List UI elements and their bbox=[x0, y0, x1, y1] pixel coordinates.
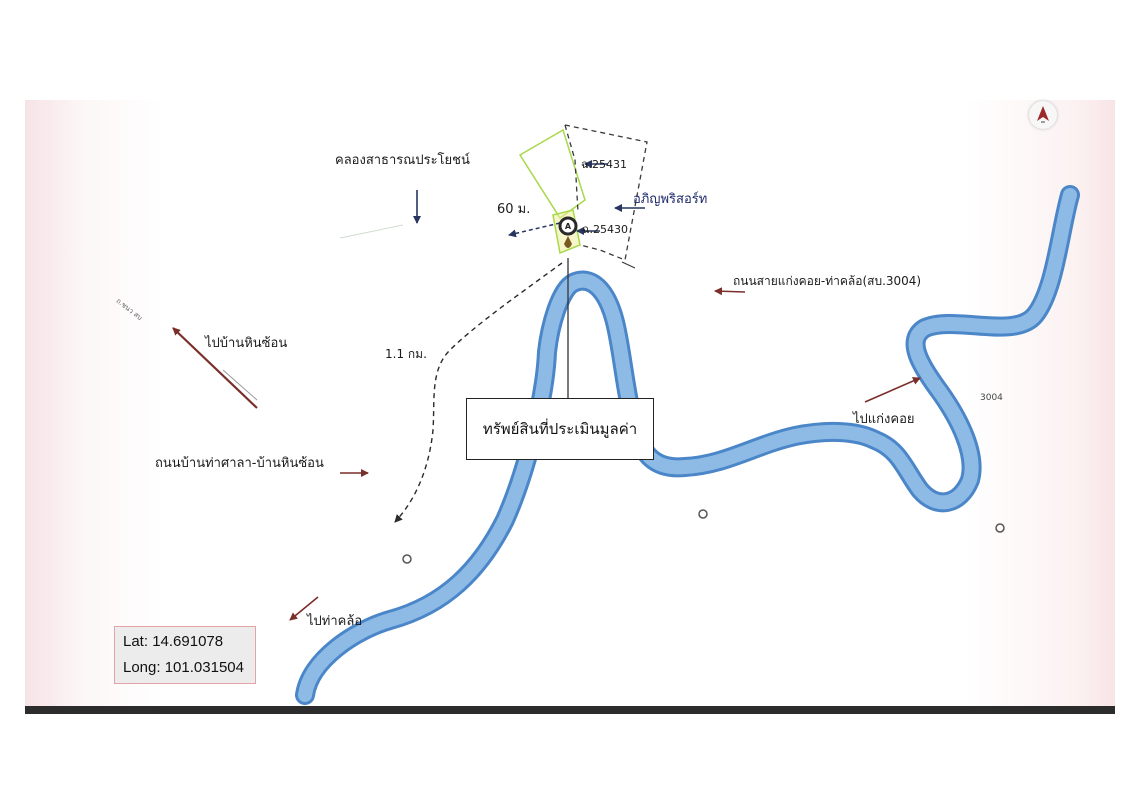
road-kaengkhoi-arrow bbox=[714, 287, 746, 296]
parcel-25431-outline bbox=[518, 128, 586, 220]
to-kaengkhoi-arrow bbox=[864, 377, 921, 403]
lat-value: 14.691078 bbox=[152, 633, 224, 650]
to-hinsorn-label: ไปบ้านหินซ้อน bbox=[205, 336, 288, 351]
canal-label: คลองสาธารณประโยชน์ bbox=[335, 153, 470, 168]
map-drawing: A bbox=[172, 124, 1080, 705]
resort-label: อภิญพริสอร์ท bbox=[633, 192, 708, 207]
distance-1-1km-label: 1.1 กม. bbox=[385, 347, 427, 361]
coordinate-box: Lat: 14.691078 Long: 101.031504 bbox=[114, 626, 256, 684]
circle-marker-icon bbox=[402, 554, 412, 564]
bottom-edge-bar bbox=[25, 706, 1115, 714]
svg-text:A: A bbox=[565, 222, 572, 231]
to-kaengkhoi-label: ไปแก่งคอย bbox=[853, 412, 915, 427]
to-thakhlo-label: ไปท่าคล้อ bbox=[307, 614, 363, 629]
location-pin-icon[interactable]: A bbox=[558, 216, 578, 248]
deed-25431-label: ฉ.25431 bbox=[581, 158, 627, 171]
to-hinsorn-arrow bbox=[172, 327, 258, 409]
to-thakhlo-arrow bbox=[289, 596, 319, 621]
long-label: Long: bbox=[123, 659, 161, 676]
lat-label: Lat: bbox=[123, 633, 149, 650]
deed-25430-label: ฉ.25430 bbox=[582, 223, 628, 236]
measure-60m-arrow bbox=[508, 222, 561, 238]
resort-boundary bbox=[564, 124, 648, 261]
road-kaengkhoi-label: ถนนสายแก่งคอย-ท่าคล้อ(สบ.3004) bbox=[733, 274, 922, 288]
property-box[interactable]: ทรัพย์สินที่ประเมินมูลค่า bbox=[466, 398, 654, 460]
river bbox=[295, 185, 1080, 705]
distance-60m-label: 60 ม. bbox=[497, 202, 531, 217]
long-value: 101.031504 bbox=[164, 659, 244, 676]
road-code-label: 3004 bbox=[980, 393, 1003, 403]
road-thasala-label: ถนนบ้านท่าศาลา-บ้านหินซ้อน bbox=[155, 456, 324, 471]
map-canvas[interactable]: A คลองสาธารณประโยชน์ ฉ.25431 60 ม. อภิญพ… bbox=[25, 100, 1115, 710]
circle-marker-icon bbox=[698, 509, 708, 519]
north-arrow-icon bbox=[1029, 101, 1057, 129]
route-1-1km bbox=[394, 262, 563, 523]
circle-marker-icon bbox=[995, 523, 1005, 533]
